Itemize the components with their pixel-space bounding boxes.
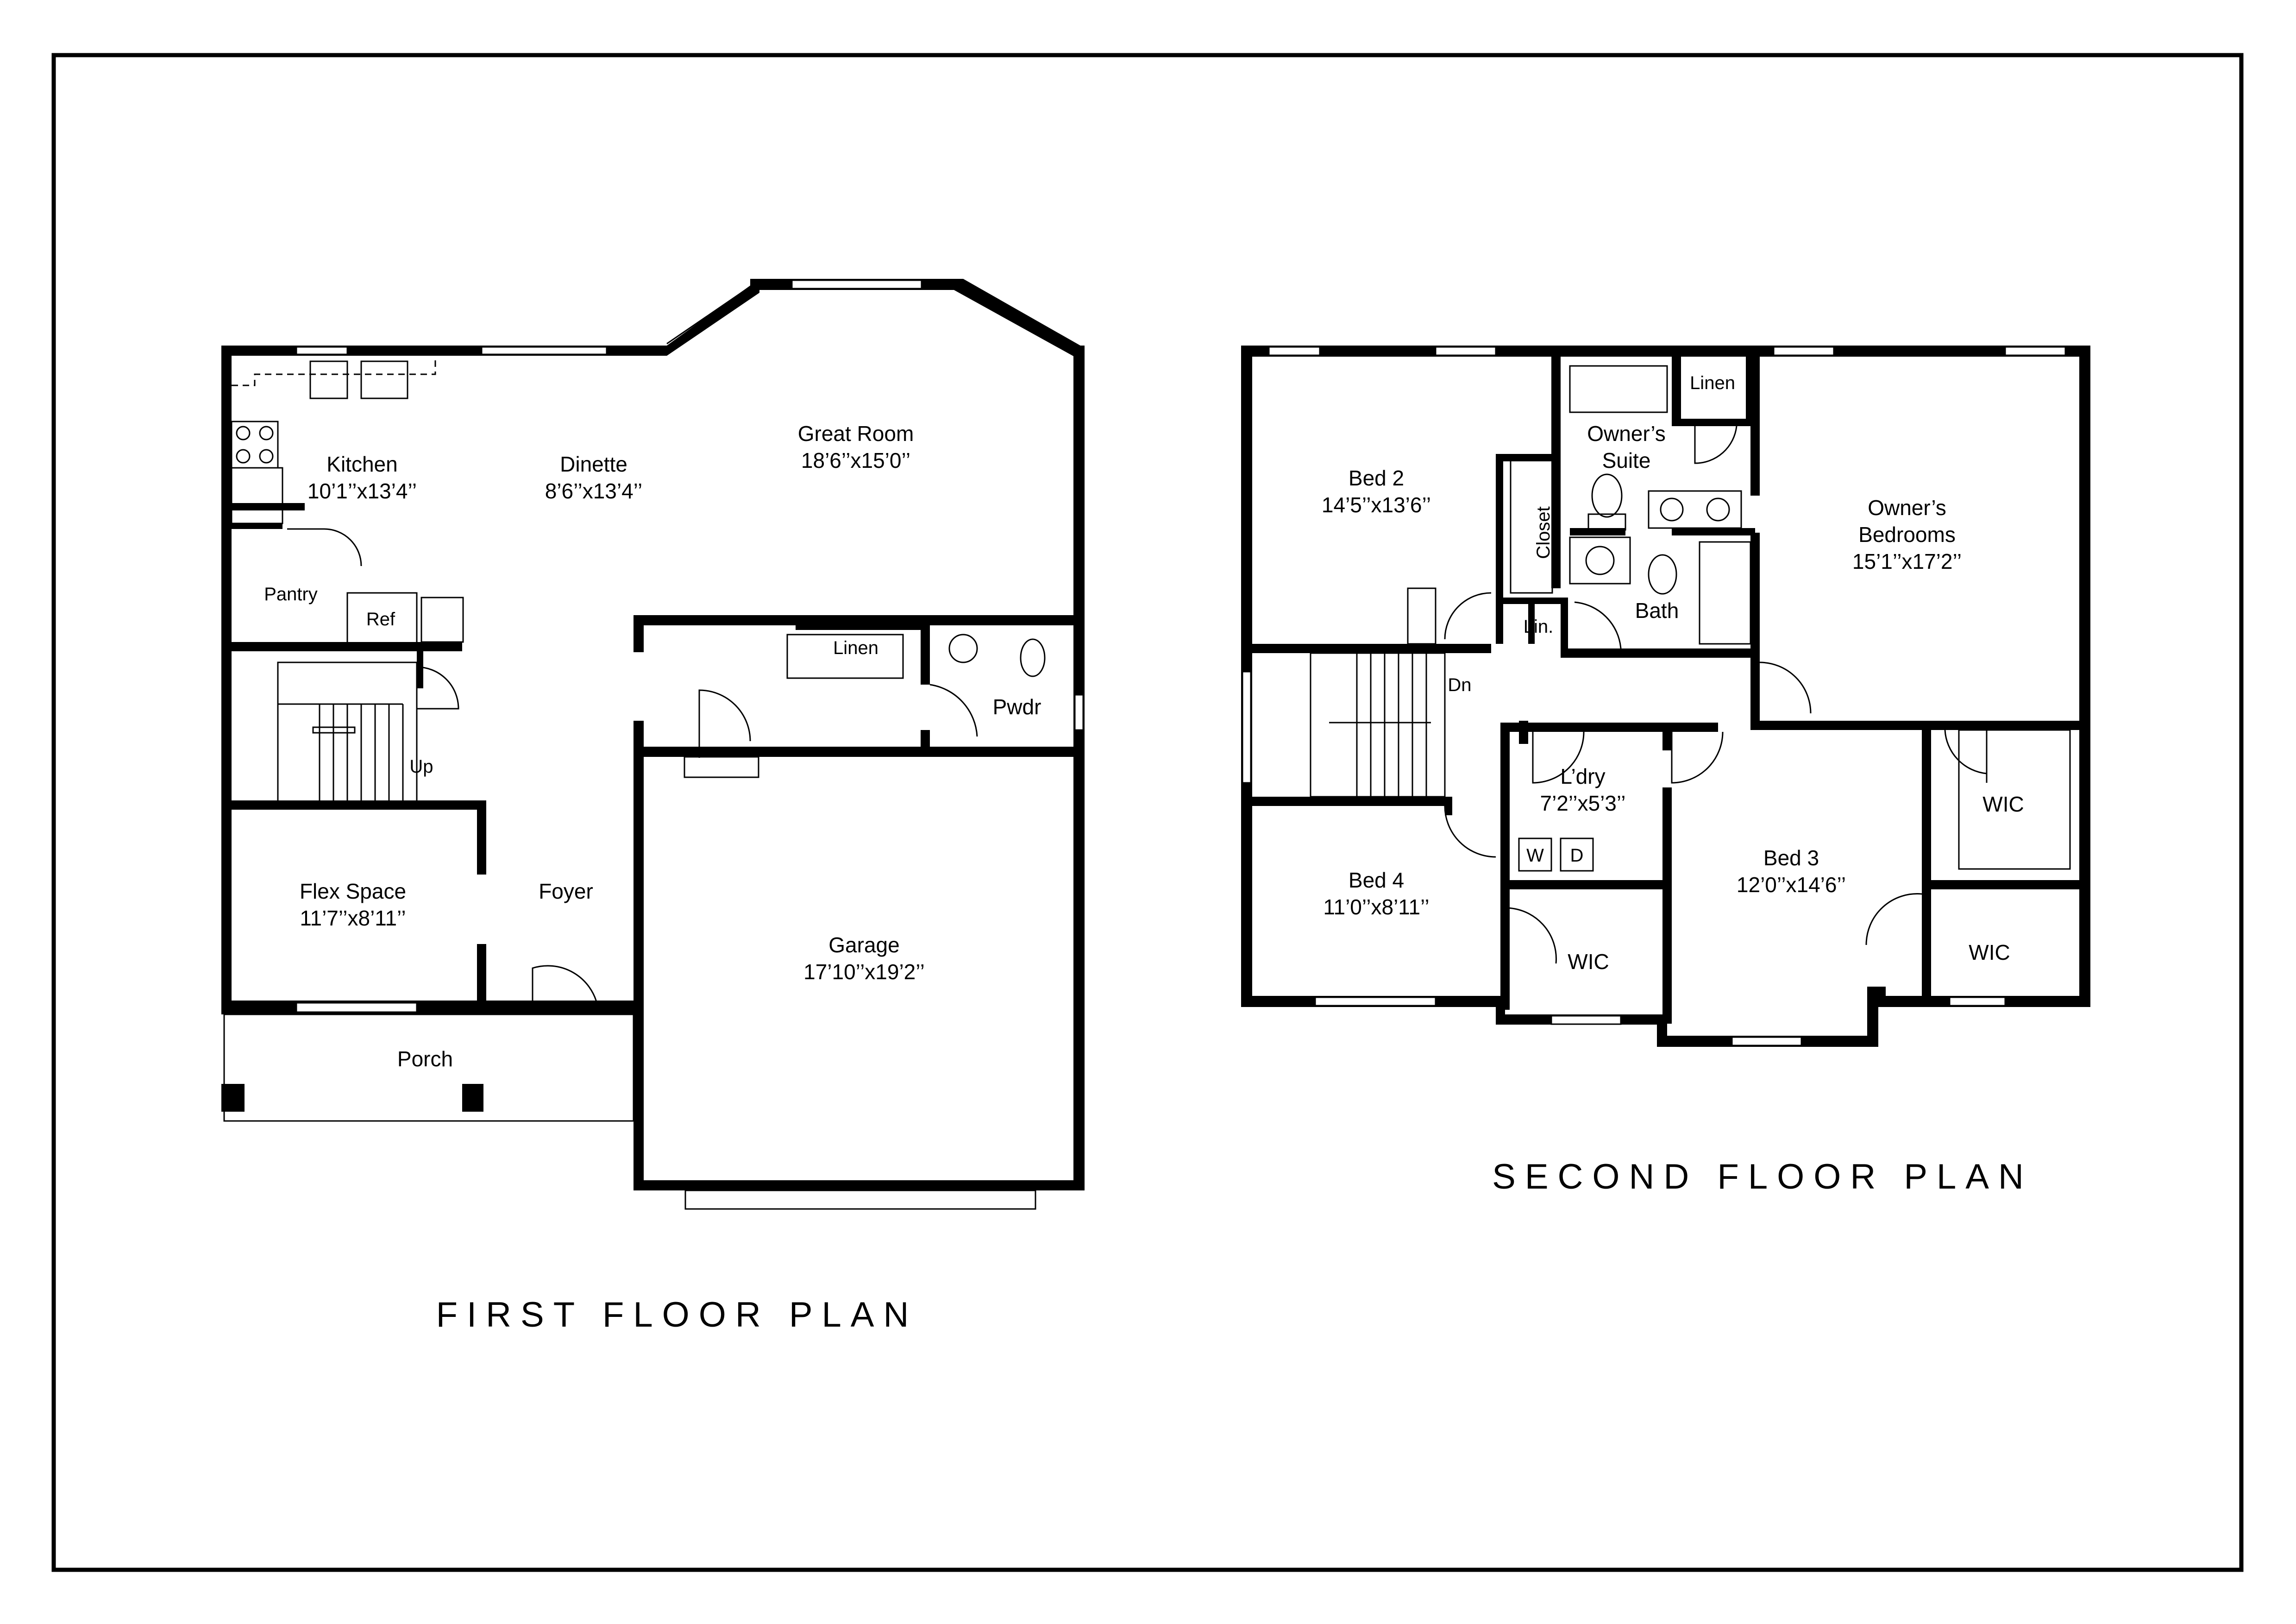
sheet-border	[51, 53, 2244, 1572]
great-room-label: Great Room	[798, 422, 914, 446]
second-floor-title: SECOND FLOOR PLAN	[1492, 1157, 2033, 1196]
porch-outline	[223, 1013, 634, 1122]
flex-space-label: Flex Space	[300, 879, 406, 903]
kitchen-label: Kitchen	[326, 452, 397, 476]
pantry-label: Pantry	[264, 584, 318, 604]
laundry-label: L’dry	[1560, 764, 1605, 788]
second-floor-plan: Bed 2 14’5’’x13’6’’ Linen Owner’s Suite …	[1241, 346, 2090, 1196]
first-floor-stair	[277, 661, 459, 802]
owners-bath-fixtures	[1407, 365, 1751, 645]
laundry-size: 7’2’’x5’3’’	[1540, 791, 1626, 815]
dinette-label: Dinette	[560, 452, 627, 476]
bed4-size: 11’0’’x8’11’’	[1323, 895, 1429, 919]
stair-up-label: Up	[409, 756, 433, 777]
bath-label: Bath	[1635, 598, 1679, 623]
owners-bedrooms-label-line1: Owner’s	[1868, 496, 1946, 520]
dinette-size: 8’6’’x13’4’’	[545, 479, 643, 503]
stair-dn-label: Dn	[1448, 675, 1471, 695]
flex-space-size: 11’7’’x8’11’’	[300, 906, 406, 930]
first-floor-walls	[221, 279, 1085, 1190]
second-floor-walls	[1241, 346, 2090, 1047]
owner-wic-label: WIC	[1982, 792, 2024, 816]
garage-size: 17’10’’x19’2’’	[803, 960, 925, 984]
washer-label: W	[1526, 845, 1544, 866]
second-floor-stair	[1310, 652, 1446, 798]
first-floor-title: FIRST FLOOR PLAN	[436, 1295, 918, 1334]
powder-room-label: Pwdr	[993, 695, 1041, 719]
first-floor-doors	[532, 634, 1046, 1010]
kitchen-counters	[231, 356, 464, 645]
bed3-wic-label: WIC	[1969, 940, 2010, 964]
lin-label: Lin.	[1524, 617, 1554, 637]
porch-label: Porch	[397, 1047, 453, 1071]
bed2-label: Bed 2	[1349, 466, 1404, 490]
bed4-wic-label: WIC	[1568, 950, 1609, 974]
first-floor-plan: Kitchen 10’1’’x13’4’’ Dinette 8’6’’x13’4…	[221, 279, 1085, 1334]
linen-label: Linen	[833, 638, 878, 658]
great-room-size: 18’6’’x15’0’’	[801, 448, 910, 472]
owners-bedrooms-size: 15’1’’x17’2’’	[1852, 549, 1962, 573]
owners-suite-label-line1: Owner’s	[1587, 422, 1666, 446]
second-floor-windows	[1242, 346, 2066, 1046]
foyer-label: Foyer	[539, 879, 593, 903]
ref-label: Ref	[366, 609, 395, 629]
garage-label: Garage	[828, 933, 899, 957]
closet-label: Closet	[1533, 506, 1554, 559]
bed4-label: Bed 4	[1349, 868, 1404, 892]
laundry-machines	[1518, 837, 1594, 872]
second-floor-doors	[1444, 426, 2071, 964]
owners-suite-label-line2: Suite	[1602, 448, 1651, 472]
kitchen-size: 10’1’’x13’4’’	[307, 479, 417, 503]
bed3-label: Bed 3	[1763, 846, 1819, 870]
linen-closet-label: Linen	[1690, 373, 1735, 393]
dryer-label: D	[1570, 845, 1584, 866]
owners-bedrooms-label-line2: Bedrooms	[1858, 522, 1956, 547]
bed2-size: 14’5’’x13’6’’	[1322, 493, 1431, 517]
bed3-size: 12’0’’x14’6’’	[1737, 873, 1846, 897]
first-floor-windows	[295, 279, 1084, 1210]
